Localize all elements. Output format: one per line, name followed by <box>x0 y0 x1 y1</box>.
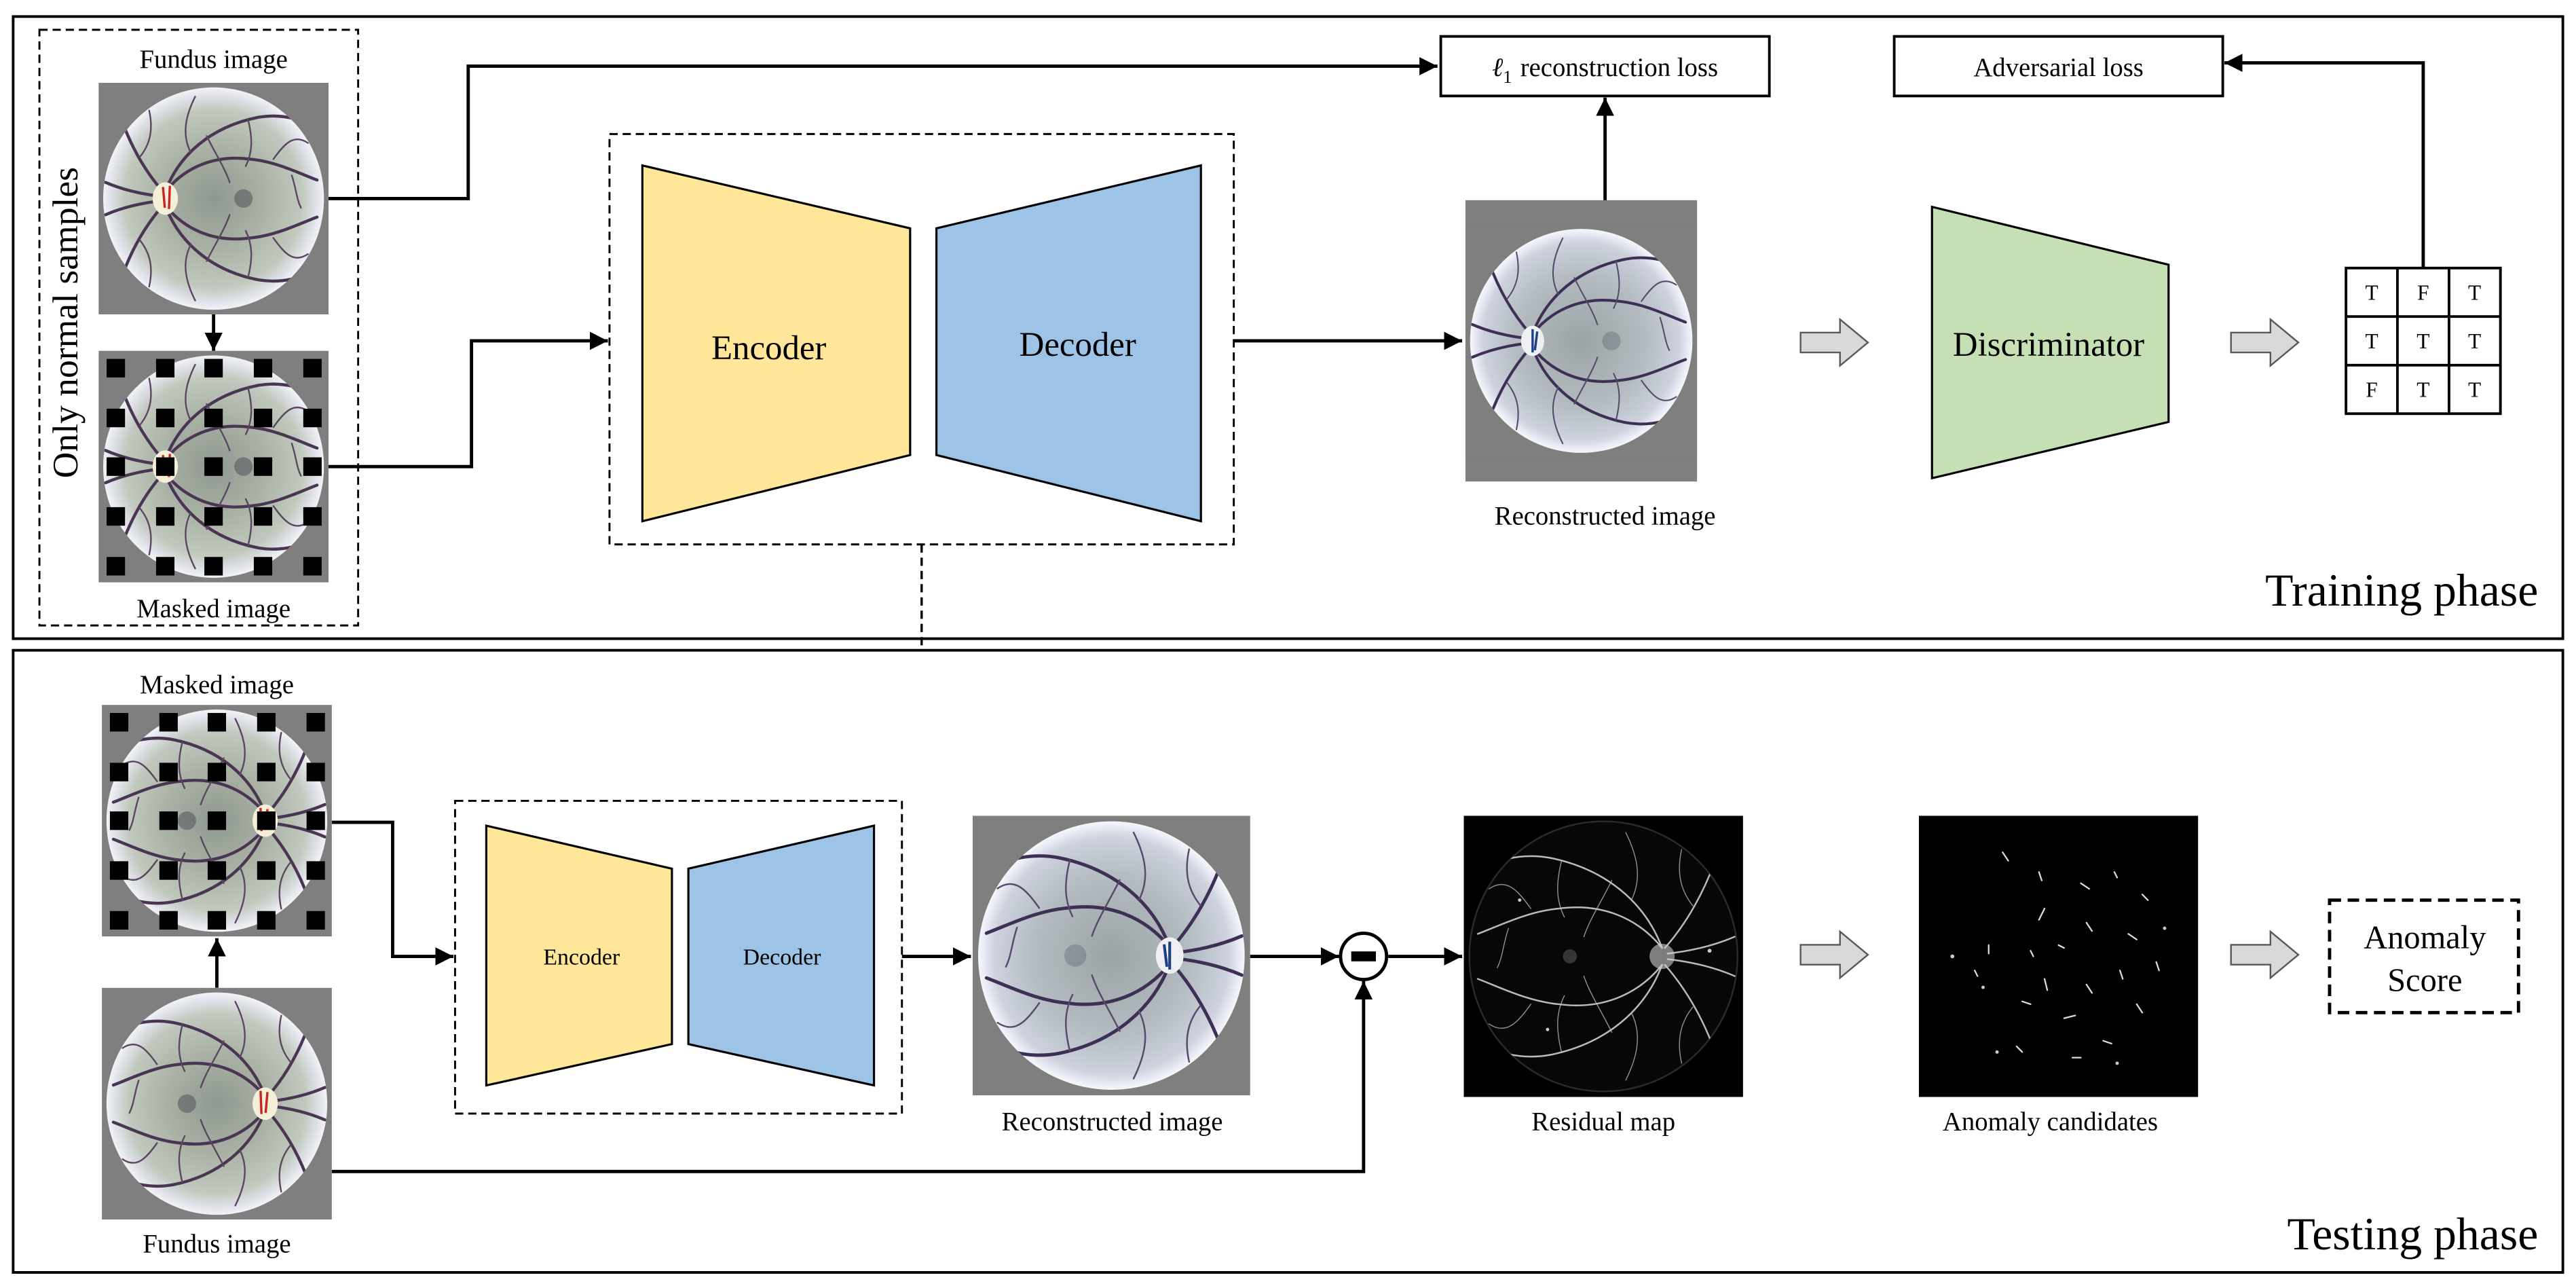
testing-masked-image <box>102 705 332 936</box>
decoder-label: Decoder <box>1020 326 1136 364</box>
testing-generator-frame <box>453 799 903 1115</box>
fundus-to-recon-loss-arrow <box>329 57 1438 200</box>
testing-masked-label: Masked image <box>140 670 294 699</box>
testing-decoder-label: Decoder <box>743 945 821 970</box>
anomaly-candidates-image <box>1919 815 2198 1097</box>
recon-loss-text: reconstruction loss <box>1520 53 1718 82</box>
recon-loss-box <box>1439 35 1771 98</box>
testing-phase-panel: Masked image Fundus image Encoder Decode… <box>12 648 2564 1274</box>
subtract-operator-icon <box>1339 931 1389 982</box>
normal-samples-group-frame <box>38 29 360 627</box>
decoder-block <box>935 164 1202 523</box>
training-phase-frame <box>12 15 2564 640</box>
recon-loss-label: ℓ1 reconstruction loss <box>1492 53 1718 87</box>
grid-to-adversarial-loss-arrow <box>2224 54 2425 268</box>
testing-reconstructed-label: Reconstructed image <box>1002 1107 1223 1136</box>
training-phase-title: Training phase <box>2265 564 2538 616</box>
anomaly-score-label-line2: Score <box>2387 962 2462 999</box>
encoder-label: Encoder <box>711 329 826 367</box>
grid-cell: T <box>2468 280 2481 304</box>
grid-cell: T <box>2416 378 2429 401</box>
testing-decoder-block <box>687 824 876 1087</box>
training-reconstructed-label: Reconstructed image <box>1495 501 1716 530</box>
testing-fundus-label: Fundus image <box>143 1230 291 1259</box>
testing-encoder-label: Encoder <box>543 945 620 970</box>
grid-cell: T <box>2468 329 2481 353</box>
adversarial-loss-box <box>1892 35 2224 98</box>
grid-cell: F <box>2366 378 2378 401</box>
training-phase-panel: Only normal samples Fundus image Masked … <box>12 15 2564 640</box>
training-masked-label: Masked image <box>136 594 291 623</box>
encoder-block <box>641 164 912 523</box>
only-normal-samples-label: Only normal samples <box>45 167 86 478</box>
grid-cell: T <box>2416 329 2429 353</box>
residual-map-image <box>1463 815 1742 1097</box>
recon-loss-symbol: ℓ <box>1492 53 1503 82</box>
training-fundus-image <box>98 83 329 314</box>
recon-loss-subscript: 1 <box>1503 67 1512 87</box>
discriminator-block <box>1930 205 2170 480</box>
grid-cell: T <box>2468 378 2481 401</box>
testing-fundus-image <box>102 988 332 1219</box>
training-masked-image <box>98 351 329 583</box>
masked-to-generator-arrow <box>331 820 453 966</box>
discriminator-label: Discriminator <box>1953 326 2144 364</box>
grid-cell: F <box>2417 280 2429 304</box>
fundus-to-subtract-arrow <box>331 981 1373 1173</box>
residual-map-label: Residual map <box>1531 1107 1675 1136</box>
anomaly-score-label-line1: Anomaly <box>2364 919 2486 955</box>
training-reconstructed-image <box>1466 200 1698 482</box>
patch-output-grid: T F T T T T F T T <box>2345 266 2502 416</box>
grid-cell: T <box>2366 329 2378 353</box>
training-fundus-label: Fundus image <box>139 45 287 74</box>
anomaly-candidates-label: Anomaly candidates <box>1943 1107 2158 1136</box>
grid-cell: T <box>2366 280 2378 304</box>
testing-phase-title: Testing phase <box>2288 1208 2539 1260</box>
testing-reconstructed-image <box>973 815 1250 1095</box>
anomaly-score-box <box>2328 898 2520 1014</box>
adversarial-loss-label: Adversarial loss <box>1973 53 2144 82</box>
masked-to-generator-arrow <box>329 331 608 469</box>
testing-encoder-block <box>485 824 673 1087</box>
